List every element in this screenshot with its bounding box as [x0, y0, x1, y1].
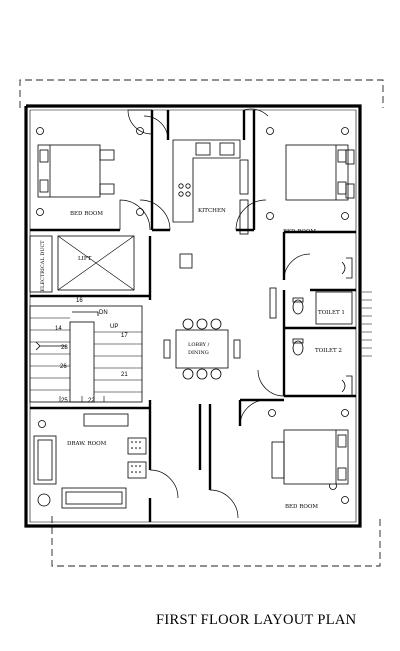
- stair-step-17: 17: [121, 333, 128, 339]
- stair-step-22: 22: [88, 398, 95, 404]
- drawing-room-label: DRAW. ROOM: [67, 441, 107, 447]
- stair-step-25: 25: [61, 398, 68, 404]
- bedroom-bottom-right-label: BED ROOM: [285, 504, 318, 510]
- projection-outline-top: [19, 79, 384, 108]
- electrical-duct-label: ELECTRICAL DUCT: [40, 240, 46, 292]
- sofa-set: [33, 413, 147, 509]
- bed-top-left: [37, 144, 115, 198]
- kitchen-counter: [172, 139, 249, 269]
- staircase: [29, 305, 143, 403]
- door-swings: [119, 108, 311, 519]
- lobby-label-line-1: LOBBY /: [188, 342, 210, 348]
- plan-title: FIRST FLOOR LAYOUT PLAN: [156, 612, 357, 628]
- bedroom-top-left-label: BED ROOM: [70, 211, 103, 217]
- kitchen-label: KITCHEN: [198, 208, 226, 214]
- pattern-dots: [131, 441, 141, 473]
- stair-step-14: 14: [55, 326, 62, 332]
- lift-shaft: [57, 235, 135, 291]
- bed-bottom-right: [271, 429, 349, 485]
- bedroom-top-right-label: BED ROOM: [283, 229, 316, 235]
- stair-step-28: 28: [61, 345, 68, 351]
- electrical-duct: [29, 235, 53, 293]
- toilet-fixtures: [269, 257, 372, 397]
- stair-step-16: 16: [76, 298, 83, 304]
- toilet-2-label: TOILET 2: [315, 348, 342, 354]
- stair-step-21: 21: [121, 372, 128, 378]
- stair-dn-label: DN: [99, 310, 108, 316]
- bed-top-right: [285, 144, 355, 201]
- toilet-1-label: TOILET 1: [318, 310, 345, 316]
- lobby-label-line-2: DINING: [188, 350, 209, 356]
- lift-label: LIFT: [78, 256, 92, 262]
- stair-up-label: UP: [110, 324, 118, 330]
- projection-outline-bottom: [51, 516, 381, 567]
- window-markers: [36, 127, 349, 504]
- stair-step-26: 26: [60, 364, 67, 370]
- dining-table: [163, 318, 241, 380]
